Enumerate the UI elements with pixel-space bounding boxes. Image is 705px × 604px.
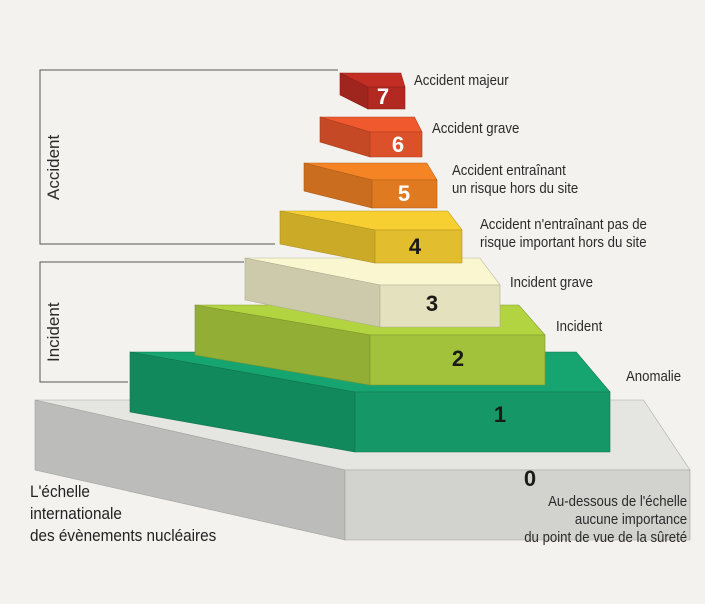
level-4-number: 4	[409, 234, 422, 259]
level-6-front-face	[369, 131, 423, 158]
level-0-number: 0	[524, 466, 536, 491]
level-5-number: 5	[398, 181, 410, 206]
incident-bracket	[39, 261, 244, 383]
level-3-number: 3	[426, 291, 438, 316]
level-2-number: 2	[452, 346, 464, 371]
level-7-front-face	[367, 86, 406, 110]
level-7-number: 7	[377, 84, 389, 109]
level-6-number: 6	[392, 132, 404, 157]
level-3-description: Incident grave	[510, 274, 593, 291]
level-6-description: Accident grave	[432, 120, 520, 137]
diagram-title: L'échelle internationale des évènements …	[30, 482, 217, 545]
level-3-front-face	[379, 284, 501, 328]
level-4-front-face	[374, 229, 463, 264]
accident-bracket	[39, 69, 338, 245]
level-7-description: Accident majeur	[414, 72, 509, 89]
level-5-front-face	[371, 179, 438, 209]
group-label-accident: Accident	[44, 134, 63, 200]
level-2-front-face	[369, 334, 546, 386]
level-2-description: Incident	[556, 318, 603, 335]
level-1-description: Anomalie	[626, 368, 682, 385]
level-0-front-face	[344, 469, 691, 541]
level-1-number: 1	[494, 402, 506, 427]
group-label-incident: Incident	[44, 302, 63, 362]
level-1-front-face	[354, 391, 611, 453]
